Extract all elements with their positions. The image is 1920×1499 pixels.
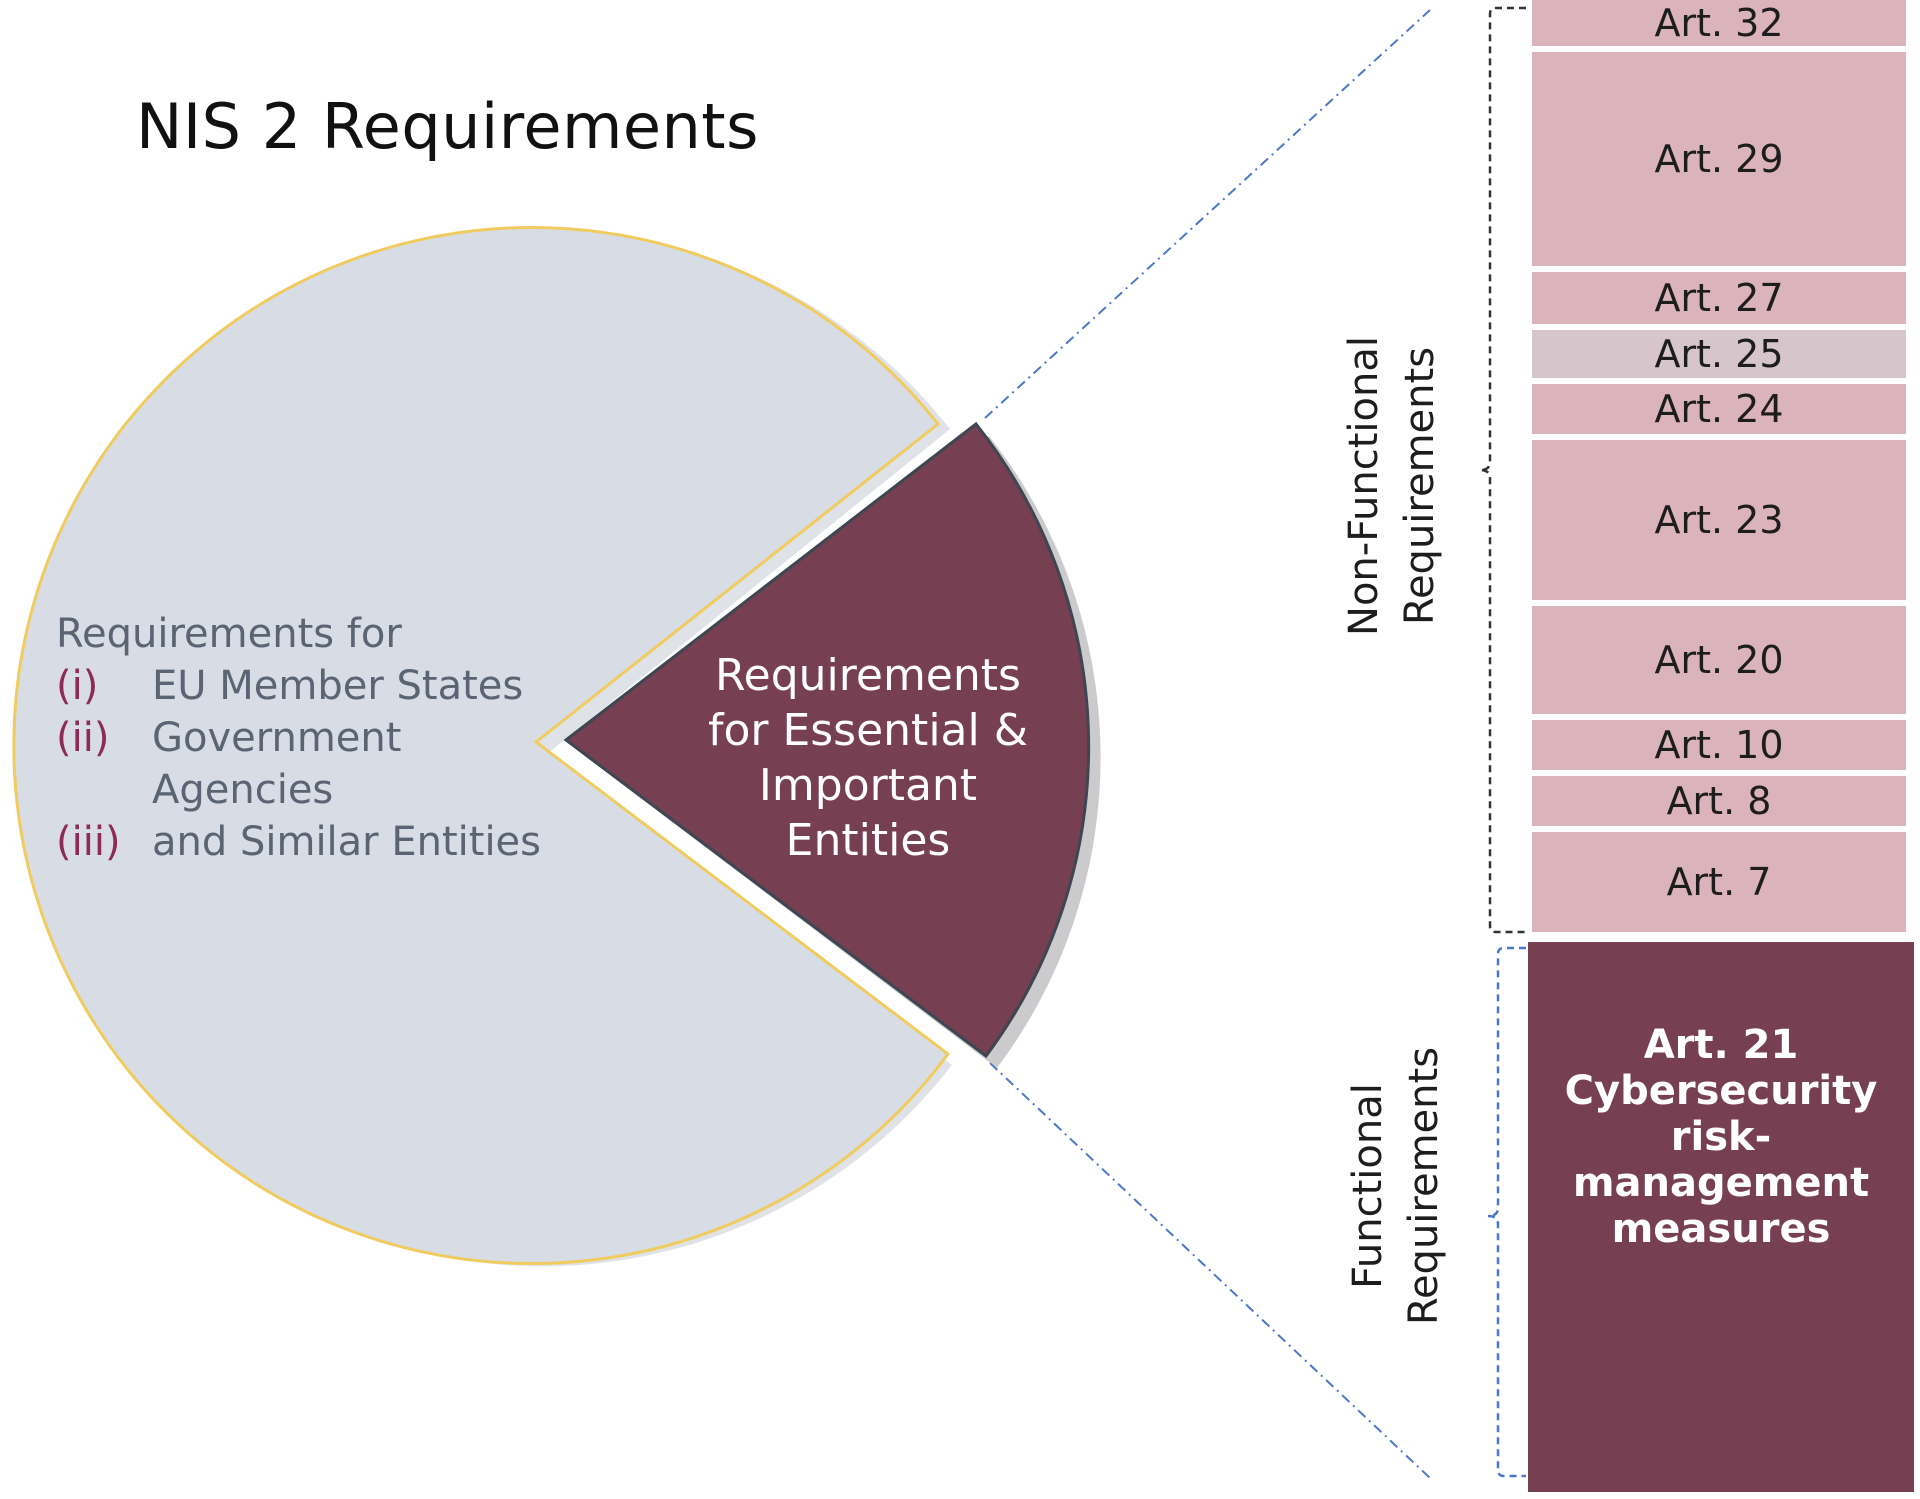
page-title: NIS 2 Requirements (136, 90, 759, 163)
pie-main (12, 226, 951, 1265)
member-states-block: Requirements for (i) EU Member States (i… (56, 608, 596, 868)
wedge-line: for Essential & (707, 705, 1029, 756)
list-number: (i) (56, 663, 99, 709)
article-box-7: Art. 7 (1532, 832, 1906, 932)
list-item: (i) EU Member States (56, 660, 596, 712)
article-box-24: Art. 24 (1532, 384, 1906, 434)
list-text: Government (152, 715, 402, 761)
article-box-29: Art. 29 (1532, 52, 1906, 266)
article-21-line: Cybersecurity (1564, 1068, 1878, 1114)
article-21-line: Art. 21 (1643, 1022, 1799, 1068)
list-item: (ii) Government (56, 712, 596, 764)
article-box-27: Art. 27 (1532, 272, 1906, 324)
functional-label-line: Requirements (1401, 1046, 1447, 1326)
list-item: (iii) and Similar Entities (56, 816, 596, 868)
non-functional-label-line: Non-Functional (1341, 336, 1387, 636)
list-number: (iii) (56, 819, 121, 865)
article-box-8: Art. 8 (1532, 776, 1906, 826)
connector-line-top (984, 9, 1431, 419)
essential-entities-label: Requirements for Essential & Important E… (668, 648, 1068, 868)
non-functional-label-line: Requirements (1397, 346, 1443, 626)
list-number: (ii) (56, 715, 110, 761)
non-functional-brace (1479, 6, 1526, 934)
article-21-line: measures (1611, 1206, 1831, 1252)
article-box-20: Art. 20 (1532, 606, 1906, 714)
article-box-10: Art. 10 (1532, 720, 1906, 770)
connector-line-bottom (989, 1062, 1431, 1479)
article-box-32: Art. 32 (1532, 0, 1906, 46)
functional-label: Functional Requirements (1340, 1047, 1452, 1325)
wedge-line: Requirements (715, 650, 1021, 701)
functional-brace (1487, 946, 1526, 1478)
member-states-heading: Requirements for (56, 611, 402, 657)
article-box-25: Art. 25 (1532, 330, 1906, 378)
article-21-text: Art. 21 Cybersecurity risk- management m… (1565, 1022, 1878, 1252)
list-text: Agencies (152, 767, 334, 813)
functional-label-line: Functional (1345, 1083, 1391, 1289)
wedge-slice (563, 421, 1091, 1059)
article-21-line: management (1572, 1160, 1870, 1206)
wedge-line: Entities (785, 815, 951, 866)
list-text: and Similar Entities (152, 819, 542, 865)
wedge-line: Important (758, 760, 978, 811)
non-functional-label: Non-Functional Requirements (1336, 336, 1448, 636)
list-text: EU Member States (152, 663, 524, 709)
member-states-heading-row: Requirements for (56, 608, 596, 660)
article-box-21: Art. 21 Cybersecurity risk- management m… (1528, 942, 1914, 1492)
list-item-continued: Agencies (56, 764, 596, 816)
article-21-line: risk- (1670, 1114, 1772, 1160)
article-box-23: Art. 23 (1532, 440, 1906, 600)
